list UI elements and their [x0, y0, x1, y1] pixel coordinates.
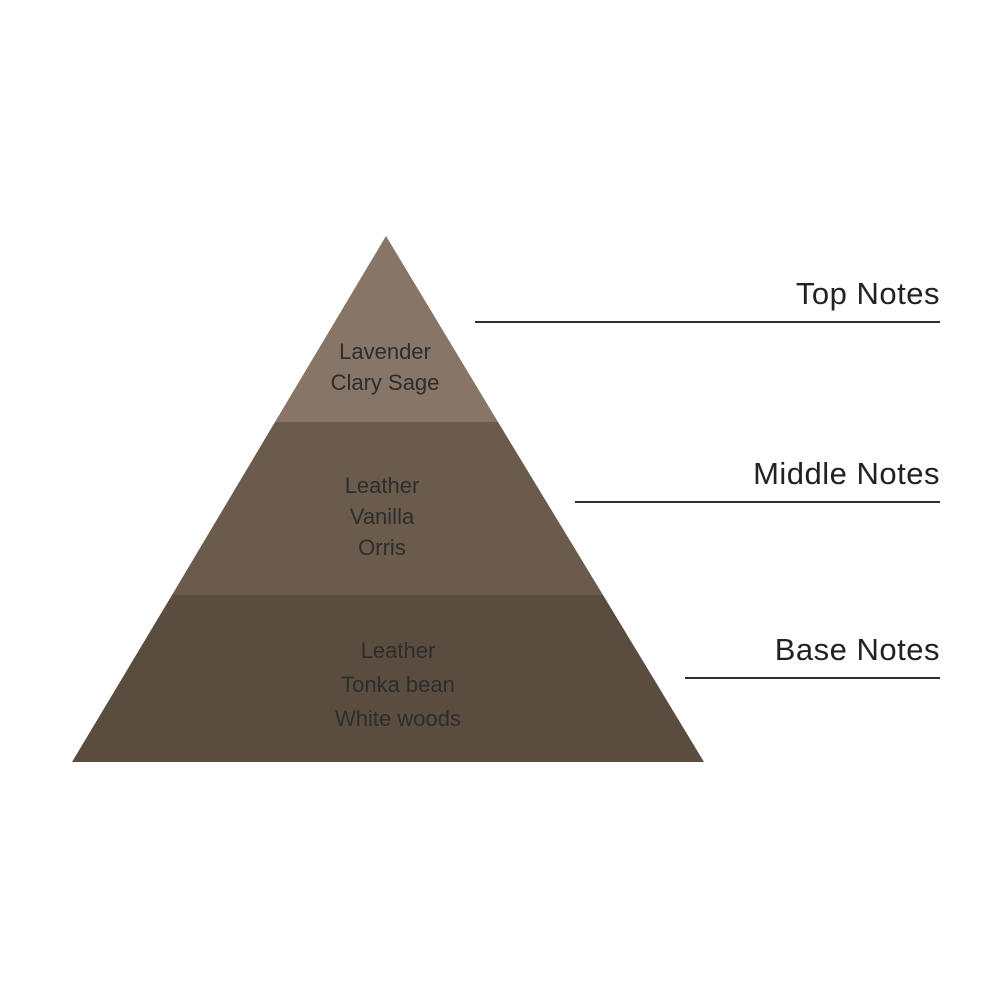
note-text: Orris: [358, 535, 406, 560]
top-notes-label-group: Top Notes: [475, 276, 940, 323]
middle-notes-label: Middle Notes: [753, 456, 940, 491]
top-notes-underline: [475, 321, 940, 323]
pyramid-top-section: [275, 236, 498, 422]
top-notes-label: Top Notes: [795, 276, 940, 311]
note-text: Leather: [344, 473, 420, 498]
base-notes-label-group: Base Notes: [685, 632, 940, 679]
base-notes-label: Base Notes: [774, 632, 940, 667]
middle-notes-label-group: Middle Notes: [575, 456, 940, 503]
base-notes-underline: [685, 677, 940, 679]
middle-notes-underline: [575, 501, 940, 503]
note-text: Tonka bean: [341, 672, 455, 697]
pyramid-middle-section: [172, 422, 603, 595]
note-text: White woods: [335, 706, 461, 731]
note-text: Leather: [360, 638, 436, 663]
middle-notes-list: Leather Vanilla Orris: [232, 470, 532, 563]
note-text: Vanilla: [349, 504, 415, 529]
top-notes-list: Lavender Clary Sage: [235, 336, 535, 398]
note-text: Lavender: [339, 339, 431, 364]
note-text: Clary Sage: [330, 370, 440, 395]
base-notes-list: Leather Tonka bean White woods: [248, 634, 548, 736]
pyramid-base-section: [72, 595, 704, 762]
